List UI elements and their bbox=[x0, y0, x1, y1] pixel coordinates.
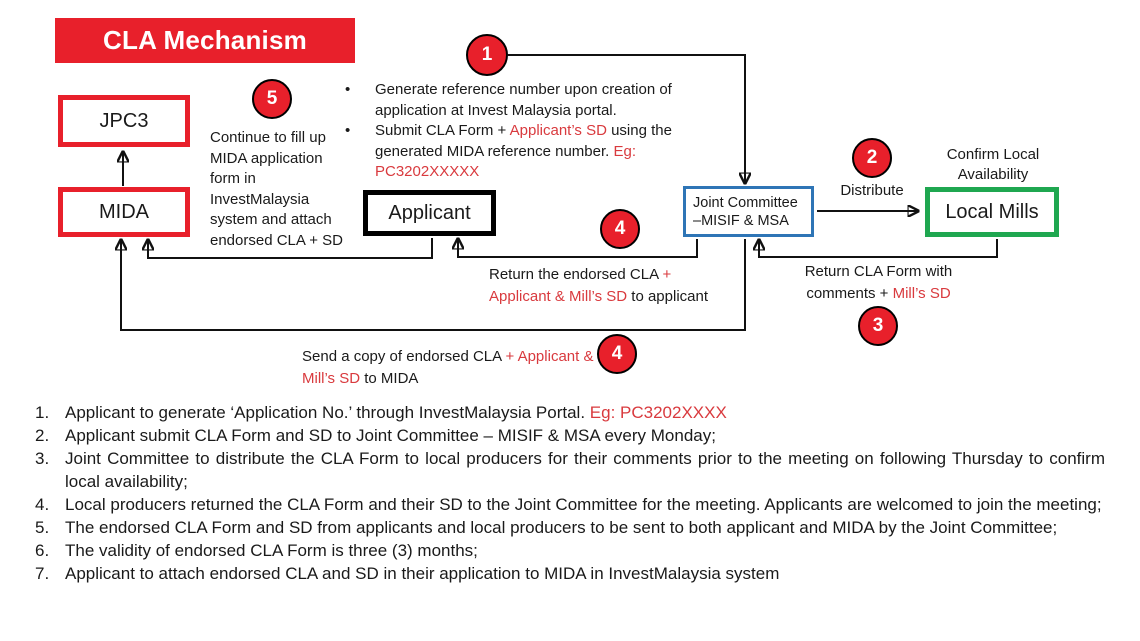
bullet-icon: • bbox=[345, 81, 351, 98]
list-item-number: 2. bbox=[35, 426, 50, 445]
list-item-number: 5. bbox=[35, 518, 50, 537]
step5-note: Continue to fill up MIDA application for… bbox=[210, 129, 344, 249]
step1-notes: • Generate reference number upon creatio… bbox=[345, 80, 695, 183]
arrow-joint-committee-to-applicant bbox=[458, 239, 698, 258]
box-local-mills: Local Mills bbox=[925, 187, 1059, 237]
bullet-item: • Submit CLA Form + Applicant’s SD using… bbox=[345, 121, 695, 183]
box-jpc3: JPC3 bbox=[58, 95, 190, 147]
step-badge-1: 1 bbox=[466, 34, 508, 76]
label-confirm-local-availability: Confirm Local Availability bbox=[946, 146, 1040, 183]
step-badge-4-send: 4 bbox=[597, 334, 637, 374]
bullet1-text: Generate reference number upon creation … bbox=[375, 81, 672, 119]
list-item-6: 6. The validity of endorsed CLA Form is … bbox=[35, 539, 1105, 562]
list-item-3: 3. Joint Committee to distribute the CLA… bbox=[35, 447, 1105, 493]
list-item-2: 2. Applicant submit CLA Form and SD to J… bbox=[35, 424, 1105, 447]
label-return-cla-form: Return CLA Form with comments + Mill’s S… bbox=[804, 263, 953, 302]
page-title: CLA Mechanism bbox=[55, 18, 355, 63]
list-item-text: Local producers returned the CLA Form an… bbox=[65, 495, 1102, 514]
list-item-number: 4. bbox=[35, 495, 50, 514]
list-item-1: 1. Applicant to generate ‘Application No… bbox=[35, 401, 1105, 424]
label-distribute: Distribute bbox=[840, 182, 904, 199]
box-mida: MIDA bbox=[58, 187, 190, 237]
box-applicant: Applicant bbox=[363, 190, 496, 236]
list-item-text: Applicant submit CLA Form and SD to Join… bbox=[65, 426, 716, 445]
list-item-4: 4. Local producers returned the CLA Form… bbox=[35, 493, 1105, 516]
step-badge-5: 5 bbox=[252, 79, 292, 119]
list-item-text: Joint Committee to distribute the CLA Fo… bbox=[65, 449, 1105, 491]
list-item-number: 1. bbox=[35, 403, 50, 422]
bullet-icon: • bbox=[345, 122, 351, 139]
list-item-5: 5. The endorsed CLA Form and SD from app… bbox=[35, 516, 1105, 539]
step-badge-4-return: 4 bbox=[600, 209, 640, 249]
list-item-7: 7. Applicant to attach endorsed CLA and … bbox=[35, 562, 1105, 585]
list-item-text: Applicant to attach endorsed CLA and SD … bbox=[65, 564, 780, 583]
arrow-local-mills-to-joint-committee bbox=[759, 239, 998, 258]
step-badge-2: 2 bbox=[852, 138, 892, 178]
label-send-copy: Send a copy of endorsed CLA + Applicant … bbox=[302, 348, 594, 387]
list-item-text: The validity of endorsed CLA Form is thr… bbox=[65, 541, 478, 560]
list-item-number: 7. bbox=[35, 564, 50, 583]
procedure-list: 1. Applicant to generate ‘Application No… bbox=[35, 401, 1105, 585]
list-item-text: Applicant to generate ‘Application No.’ … bbox=[65, 403, 727, 422]
bullet2-text: Submit CLA Form + Applicant’s SD using t… bbox=[375, 122, 672, 180]
label-return-endorsed-cla: Return the endorsed CLA + Applicant & Mi… bbox=[489, 266, 708, 305]
bullet-item: • Generate reference number upon creatio… bbox=[345, 80, 695, 121]
box-joint-committee: Joint Committee –MISIF & MSA bbox=[683, 186, 814, 237]
step-badge-3: 3 bbox=[858, 306, 898, 346]
list-item-text: The endorsed CLA Form and SD from applic… bbox=[65, 518, 1058, 537]
list-item-number: 6. bbox=[35, 541, 50, 560]
list-item-number: 3. bbox=[35, 449, 50, 468]
